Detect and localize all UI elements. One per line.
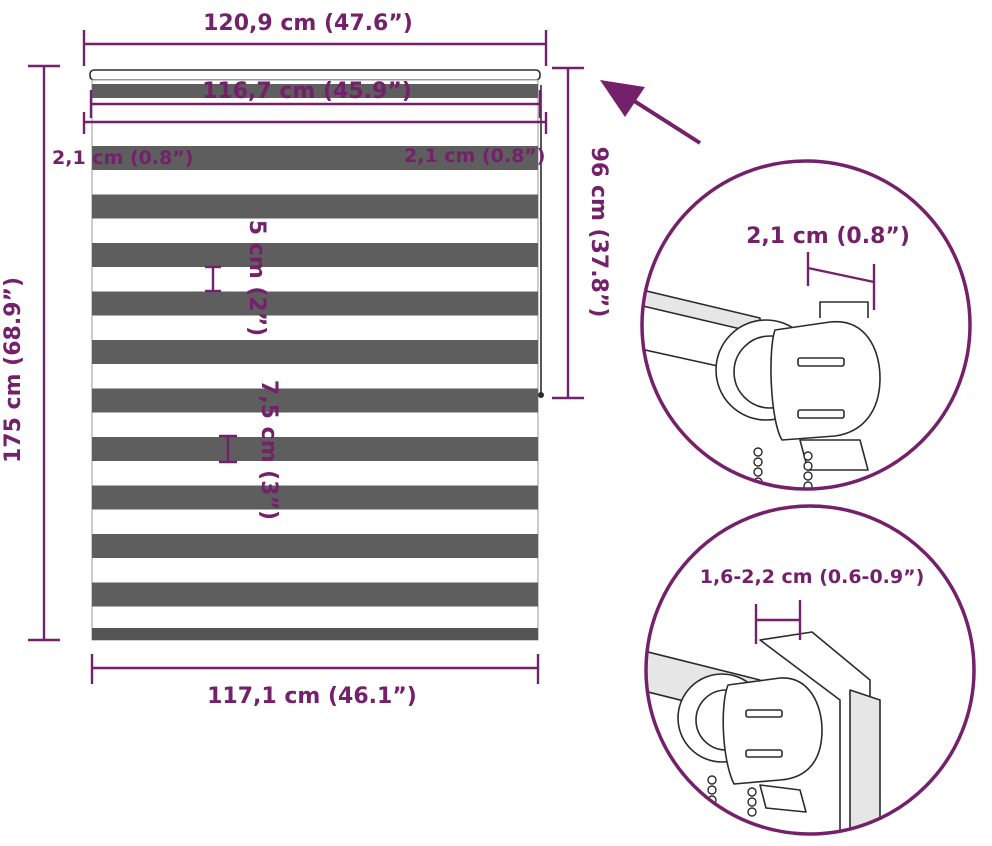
- fabric-stripe-dark: [92, 485, 538, 510]
- dimension-lines: [28, 30, 584, 684]
- chain-end: [538, 392, 544, 398]
- sheer-stripe-label: 5 cm (2”): [244, 220, 269, 336]
- right-margin-label: 2,1 cm (0.8”): [404, 145, 545, 167]
- fabric-stripe-dark: [92, 388, 538, 413]
- left-margin-label: 2,1 cm (0.8”): [52, 147, 193, 169]
- fabric-stripe-dark: [92, 291, 538, 316]
- fabric-stripe-dark: [92, 582, 538, 607]
- clamp-detail-icon: [644, 504, 976, 836]
- detail-bracket-width-label: 2,1 cm (0.8”): [746, 224, 910, 249]
- bracket-detail-icon: [640, 159, 972, 491]
- bottom-rail: [92, 628, 538, 640]
- arrow-icon: [600, 80, 702, 145]
- fabric-stripe-dark: [92, 84, 538, 98]
- solid-stripe-label: 7,5 cm (3”): [256, 380, 281, 520]
- bottom-width-label: 117,1 cm (46.1”): [207, 684, 417, 709]
- fabric-stripe-dark: [92, 340, 538, 364]
- fabric-stripe-dark: [92, 243, 538, 267]
- fabric-stripes: [92, 84, 538, 607]
- fabric-stripe-dark: [92, 146, 538, 170]
- chain-length-label: 96 cm (37.8”): [586, 147, 611, 318]
- fabric-stripe-dark: [92, 194, 538, 219]
- blind-illustration: [89, 69, 544, 641]
- fabric-stripe-dark: [92, 437, 538, 461]
- total-width-label: 120,9 cm (47.6”): [203, 11, 413, 36]
- detail-clamp-range-label: 1,6-2,2 cm (0.6-0.9”): [700, 566, 925, 588]
- fabric-top-width-label: 116,7 cm (45.9”): [202, 79, 412, 104]
- total-height-label: 175 cm (68.9”): [1, 277, 26, 463]
- fabric-stripe-dark: [92, 534, 538, 558]
